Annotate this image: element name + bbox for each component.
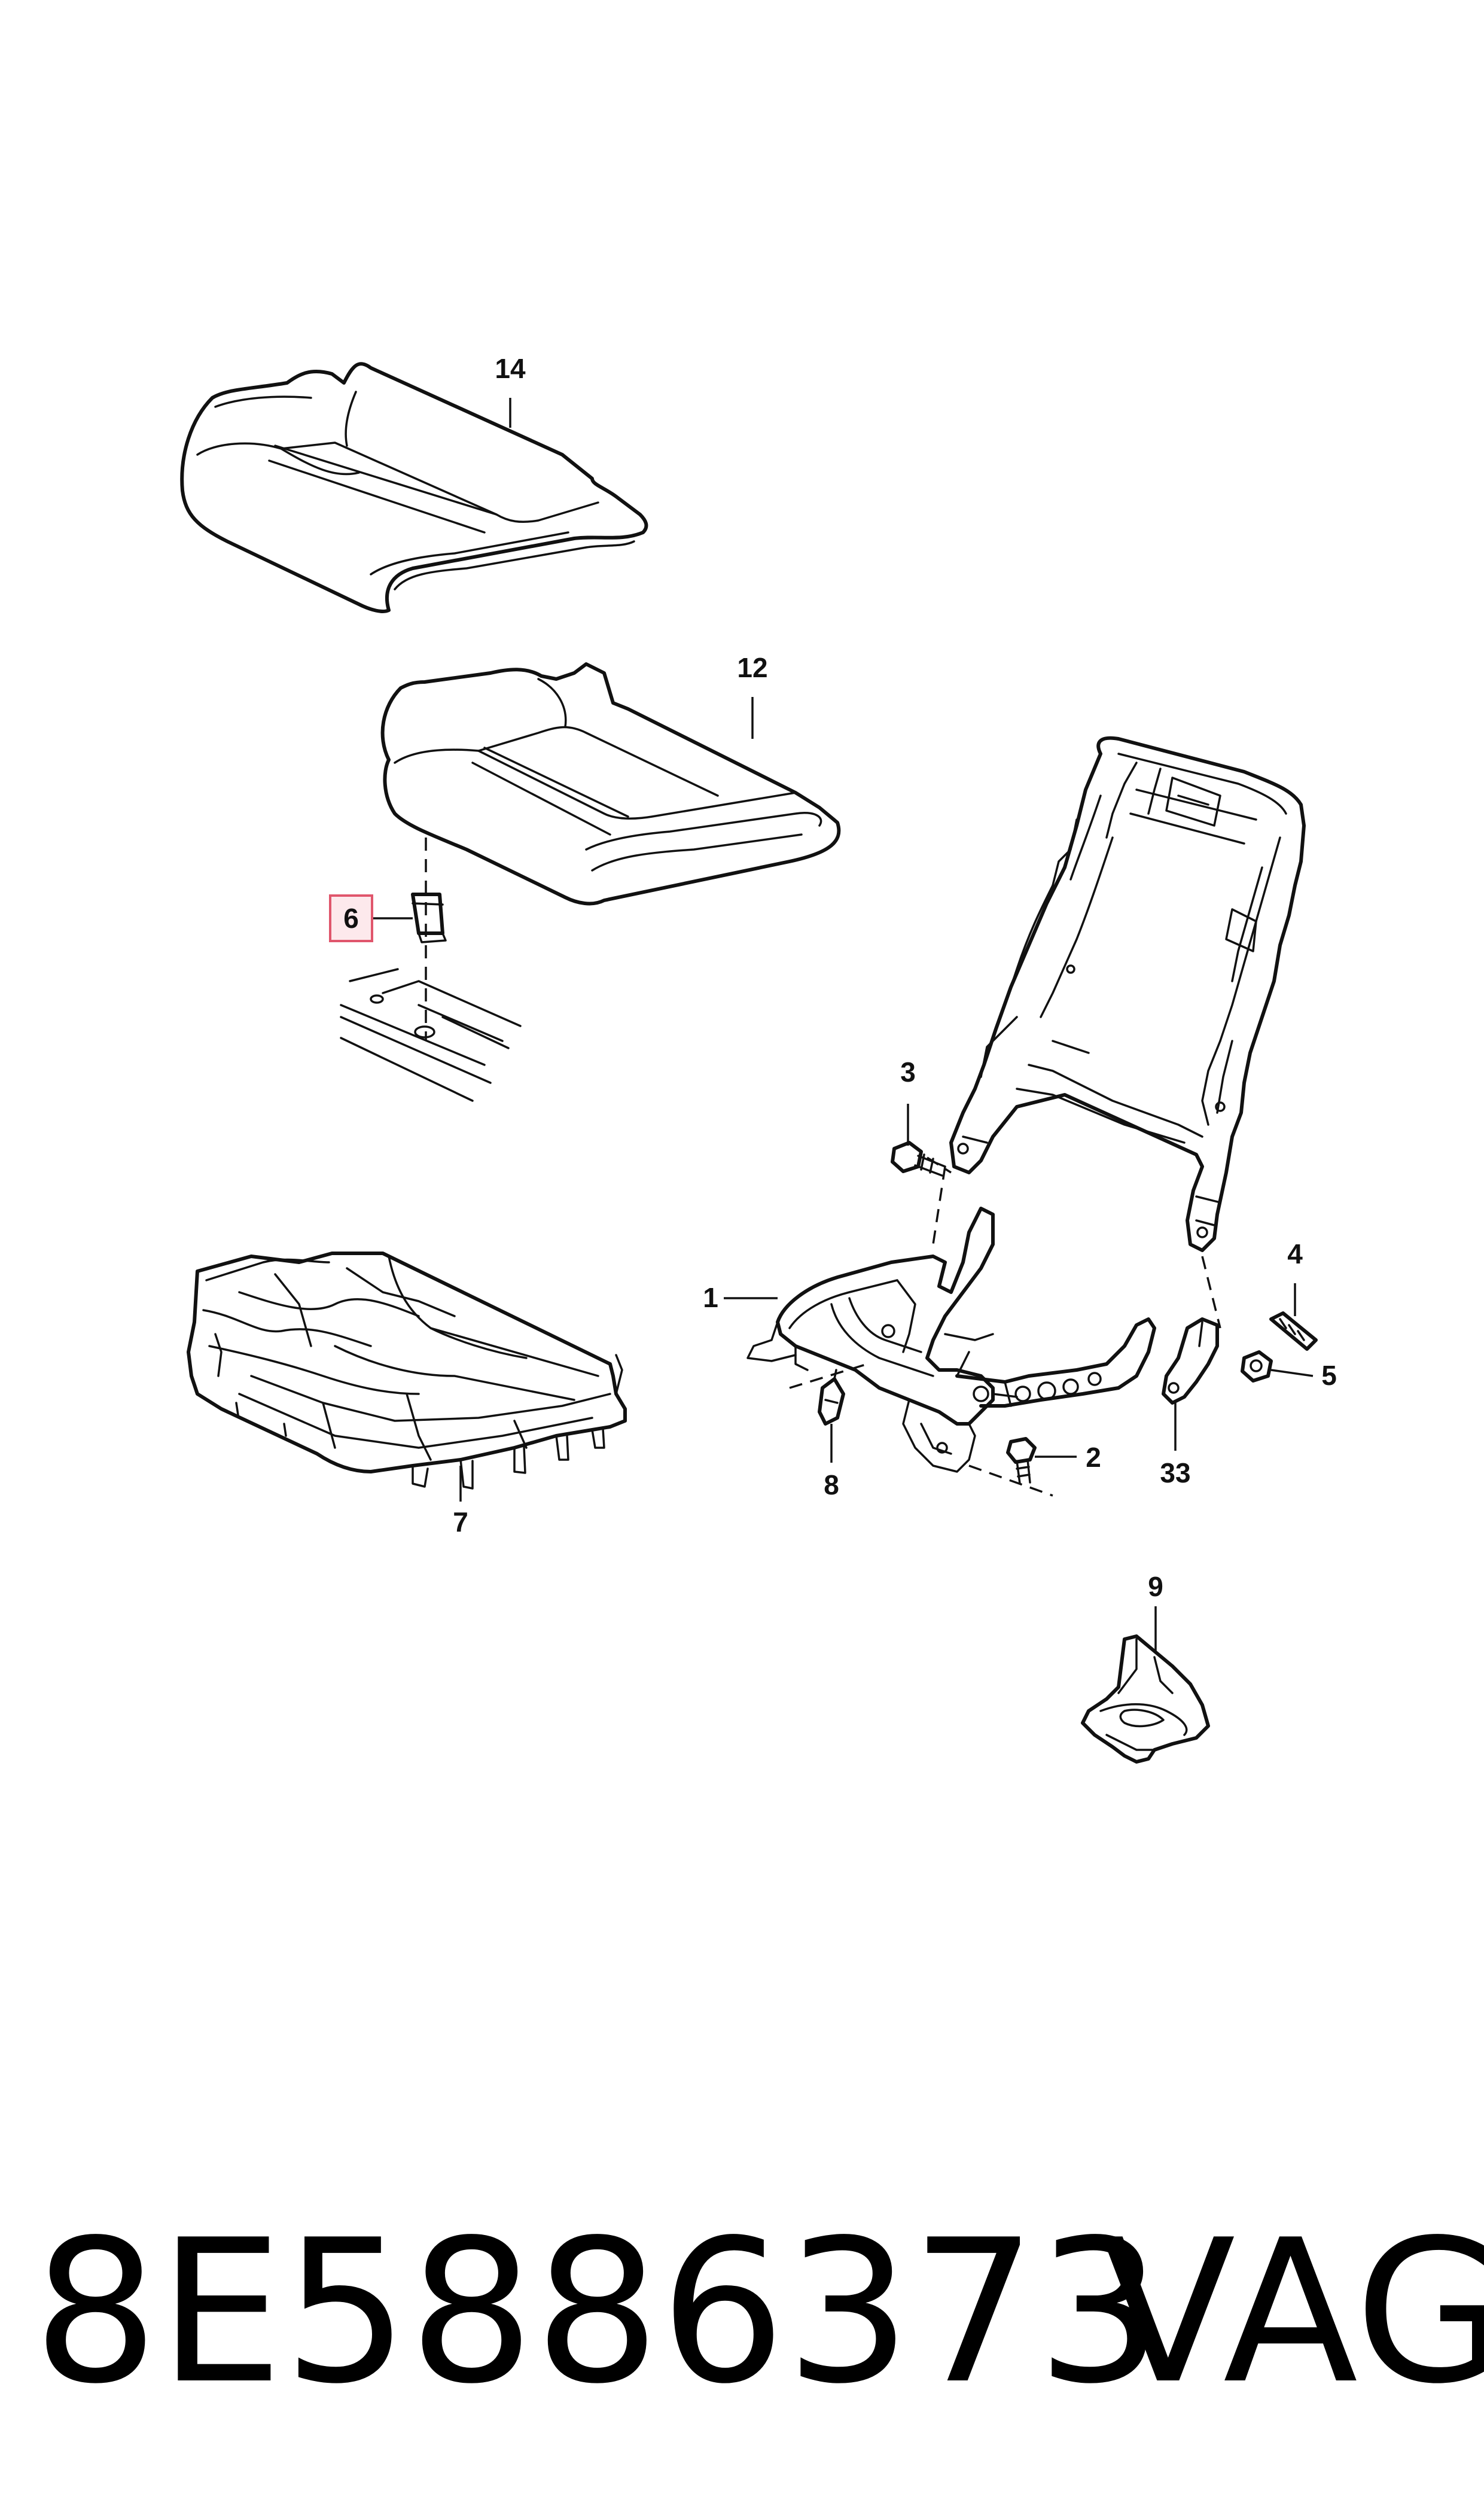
callout-5[interactable]: 5 bbox=[1321, 1360, 1337, 1391]
assembly-line-8 bbox=[789, 1363, 868, 1389]
part-7-seat-pan bbox=[187, 1252, 627, 1490]
assembly-line-2 bbox=[968, 1464, 1053, 1497]
callout-3[interactable]: 3 bbox=[900, 1056, 916, 1088]
part-number: 8E5886373 bbox=[33, 2197, 1163, 2427]
assembly-line-3 bbox=[932, 1166, 946, 1245]
part-3-bolt bbox=[891, 1141, 946, 1177]
callout-14[interactable]: 14 bbox=[495, 353, 526, 384]
callout-1[interactable]: 1 bbox=[703, 1282, 718, 1313]
part-33-bracket bbox=[1162, 1317, 1219, 1405]
part-9-cover bbox=[1081, 1634, 1210, 1764]
brand-label: VAG bbox=[1101, 2197, 1484, 2427]
part-8-clip bbox=[818, 1369, 845, 1426]
callout-33[interactable]: 33 bbox=[1160, 1457, 1190, 1488]
backrest-frame bbox=[949, 736, 1306, 1252]
callout-4[interactable]: 4 bbox=[1287, 1238, 1303, 1269]
part-5-nut bbox=[1241, 1350, 1273, 1383]
part-12-seat-cushion bbox=[380, 662, 841, 906]
part-2-bolt bbox=[1006, 1437, 1037, 1485]
part-14-seat-cover bbox=[180, 362, 648, 613]
callout-7[interactable]: 7 bbox=[453, 1506, 468, 1537]
part-1-seat-frame bbox=[746, 1207, 1156, 1473]
callout-6[interactable]: 6 bbox=[343, 903, 359, 934]
leader-5 bbox=[1270, 1369, 1314, 1377]
callout-9[interactable]: 9 bbox=[1148, 1571, 1163, 1602]
seat-pan-fragment bbox=[340, 968, 522, 1102]
assembly-line-33 bbox=[1201, 1256, 1221, 1329]
highlight-box-6 bbox=[329, 894, 373, 942]
part-6-clip bbox=[411, 893, 447, 943]
callout-8[interactable]: 8 bbox=[824, 1469, 839, 1500]
callout-12[interactable]: 12 bbox=[737, 652, 767, 683]
callout-2[interactable]: 2 bbox=[1086, 1442, 1101, 1473]
part-4-stud bbox=[1269, 1311, 1318, 1351]
